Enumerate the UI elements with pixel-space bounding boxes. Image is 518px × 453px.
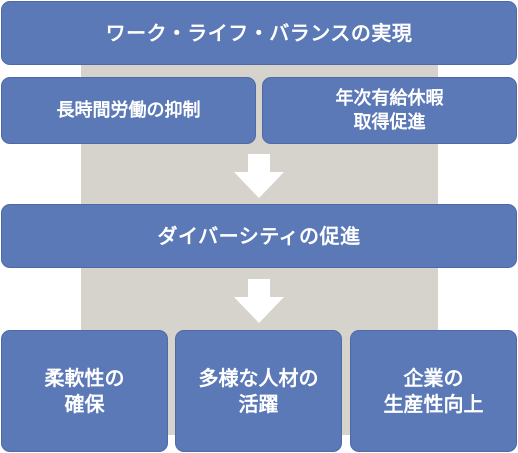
measure-label-line: 長時間労働の抑制	[56, 99, 201, 121]
measure-box-paid-leave: 年次有給休暇 取得促進	[262, 77, 517, 144]
measure-label-line: 年次有給休暇	[335, 87, 444, 109]
goal-box-work-life-balance: ワーク・ライフ・バランスの実現	[1, 1, 517, 65]
outcome-label-line: 多様な人材の	[198, 365, 319, 390]
diversity-promotion-box: ダイバーシティの促進	[1, 204, 517, 268]
diversity-label: ダイバーシティの促進	[157, 223, 361, 248]
outcome-label-line: 柔軟性の	[44, 365, 125, 390]
down-arrow-icon	[234, 279, 284, 323]
down-arrow-icon	[234, 154, 284, 198]
outcome-label-line: 活躍	[238, 392, 279, 416]
measure-box-long-hours: 長時間労働の抑制	[1, 77, 256, 144]
outcome-label-line: 企業の	[403, 365, 464, 390]
outcome-label-line: 生産性向上	[383, 392, 484, 416]
outcome-box-productivity: 企業の 生産性向上	[350, 330, 517, 452]
outcome-label-line: 確保	[64, 392, 105, 416]
outcome-box-diverse-talent: 多様な人材の 活躍	[175, 330, 342, 452]
outcome-box-flexibility: 柔軟性の 確保	[1, 330, 168, 452]
goal-label: ワーク・ライフ・バランスの実現	[105, 20, 413, 45]
measure-label-line: 取得促進	[353, 111, 426, 133]
